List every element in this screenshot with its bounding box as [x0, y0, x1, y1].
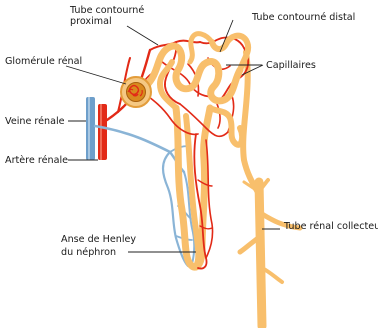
label-renal-artery: Artère rénale — [5, 154, 68, 166]
label-distal-tubule: Tube contourné distal — [251, 11, 355, 23]
label-loop-of-henle-line2: du néphron — [61, 246, 116, 258]
convoluted-tubules — [146, 34, 248, 145]
renal-artery-vessel — [98, 104, 107, 160]
label-proximal-tubule-line1: Tube contourné — [69, 4, 144, 16]
label-collecting-duct: Tube rénal collecteur — [283, 220, 378, 232]
loop-of-henle-tube — [176, 108, 210, 267]
renal-vein-vessel — [86, 97, 95, 160]
label-loop-of-henle-line1: Anse de Henley — [61, 234, 136, 245]
collecting-duct — [240, 52, 300, 326]
label-glomerulus: Glomérule rénal — [5, 55, 82, 67]
label-capillaries: Capillaires — [266, 60, 316, 71]
glomerulus — [121, 77, 151, 107]
label-renal-vein: Veine rénale — [5, 115, 65, 127]
label-proximal-tubule-line2: proximal — [70, 16, 112, 27]
